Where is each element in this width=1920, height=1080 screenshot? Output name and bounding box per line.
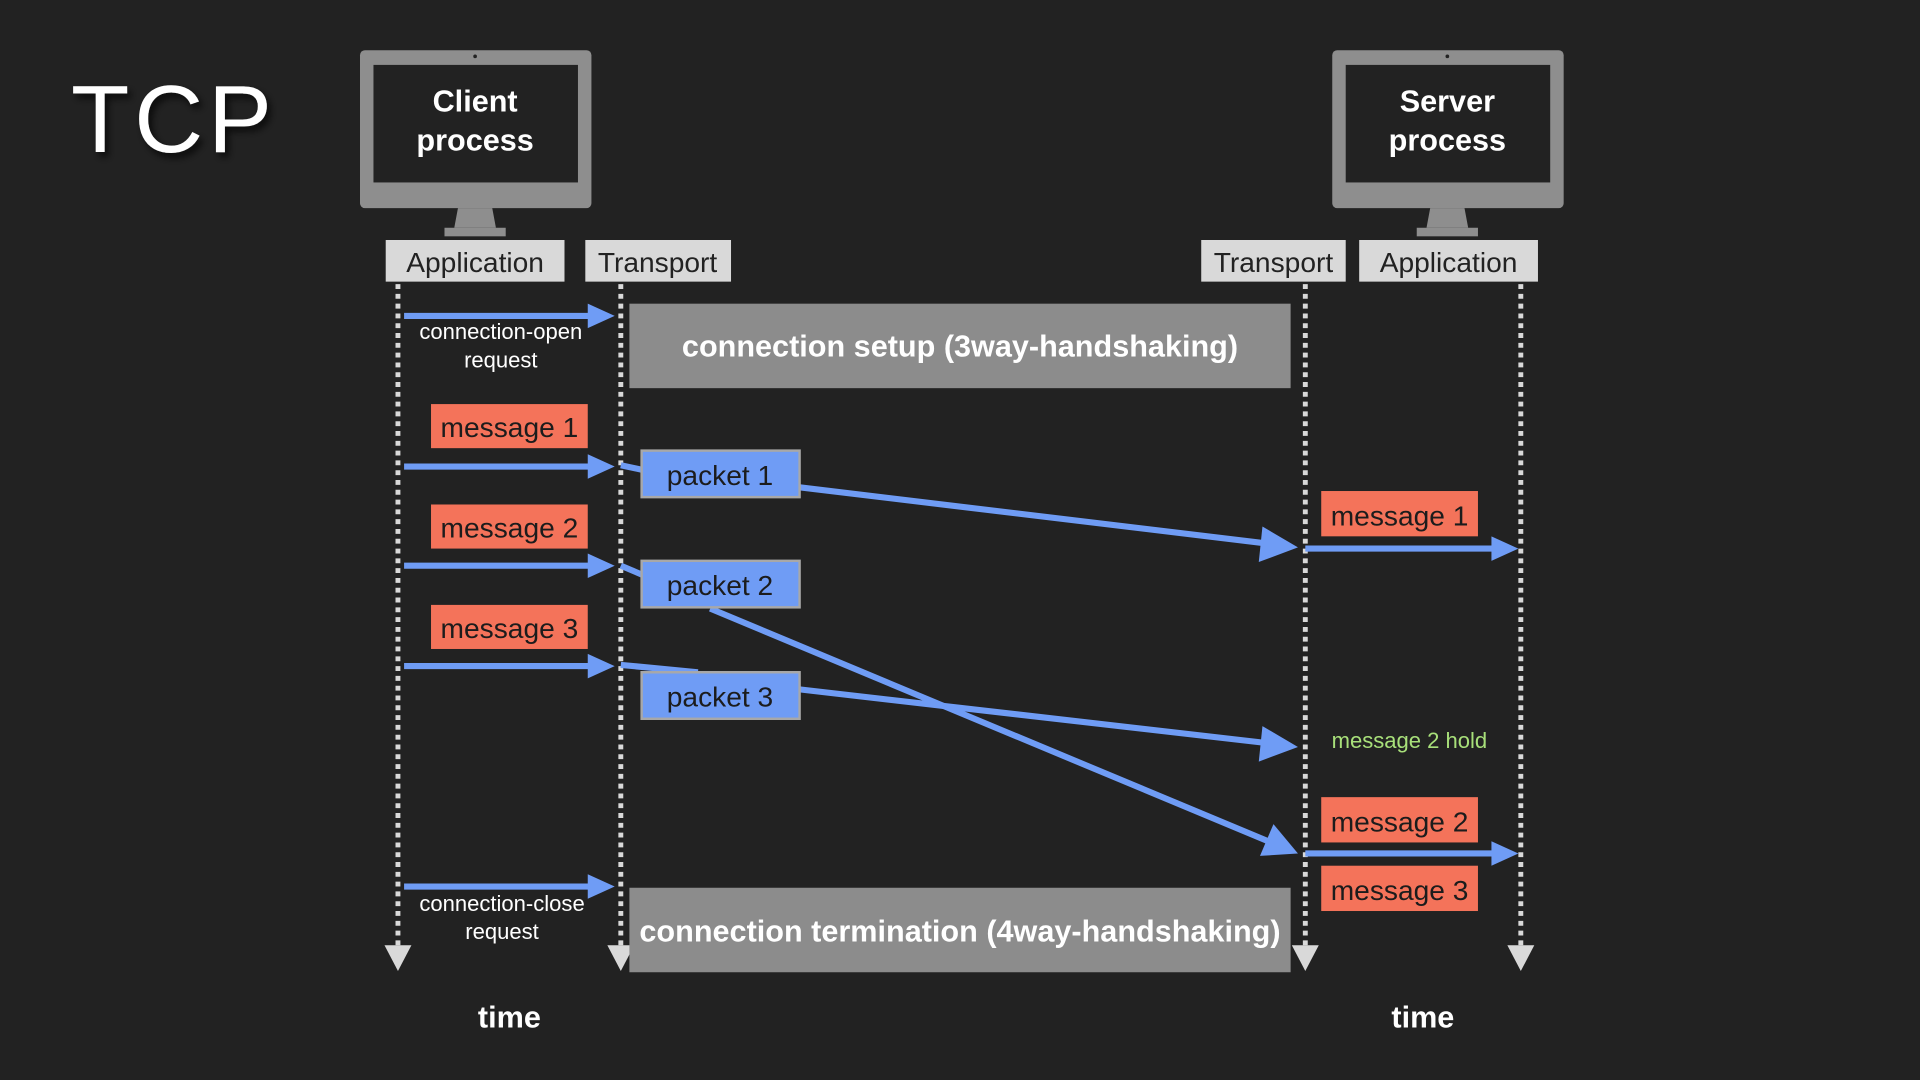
connection-close-label: connection-close <box>419 891 584 916</box>
server-message-3: message 3 <box>1331 875 1469 906</box>
layer-labels: Application Transport Transport Applicat… <box>385 240 1538 282</box>
timelines <box>384 284 1535 972</box>
connection-termination-box <box>629 887 1291 973</box>
client-time-label: time <box>478 1000 541 1034</box>
server-monitor-icon: Server process <box>1332 50 1564 237</box>
client-process-label: Client <box>433 84 518 118</box>
connection-close-arrow <box>404 874 615 899</box>
client-message-2: message 2 <box>441 513 579 544</box>
packet-arrows <box>619 462 1298 856</box>
server-time-label: time <box>1391 1000 1454 1034</box>
client-message-3: message 3 <box>441 613 579 644</box>
connection-open-label: connection-open <box>419 319 582 344</box>
server-message-1: message 1 <box>1331 500 1469 531</box>
title-tcp: TCP <box>71 67 277 173</box>
client-transport-label: Transport <box>598 247 718 278</box>
server-message-2: message 2 <box>1331 806 1469 837</box>
connection-open-label-2: request <box>464 347 537 372</box>
packet-3: packet 3 <box>667 682 773 713</box>
client-application-label: Application <box>406 247 544 278</box>
server-process-label-2: process <box>1389 124 1506 158</box>
server-messages: message 1 message 2 hold message 2 messa… <box>1305 491 1519 912</box>
client-monitor-icon: Client process <box>360 50 592 237</box>
connection-close-label-2: request <box>465 919 538 944</box>
server-process-label: Server <box>1400 84 1495 118</box>
connection-setup-box <box>629 303 1291 389</box>
client-message-1: message 1 <box>441 412 579 443</box>
packet-1: packet 1 <box>667 460 773 491</box>
client-process-label-2: process <box>416 124 533 158</box>
packet-2: packet 2 <box>667 570 773 601</box>
connection-setup-label: connection setup (3way-handshaking) <box>682 329 1238 363</box>
message-2-hold-note: message 2 hold <box>1332 728 1488 753</box>
server-application-label: Application <box>1380 247 1518 278</box>
connection-termination-label: connection termination (4way-handshaking… <box>639 915 1280 949</box>
client-messages: message 1 message 2 message 3 <box>404 404 615 679</box>
connection-open-arrow <box>404 303 615 329</box>
packets: packet 1 packet 2 packet 3 <box>640 449 801 720</box>
server-transport-label: Transport <box>1214 247 1334 278</box>
